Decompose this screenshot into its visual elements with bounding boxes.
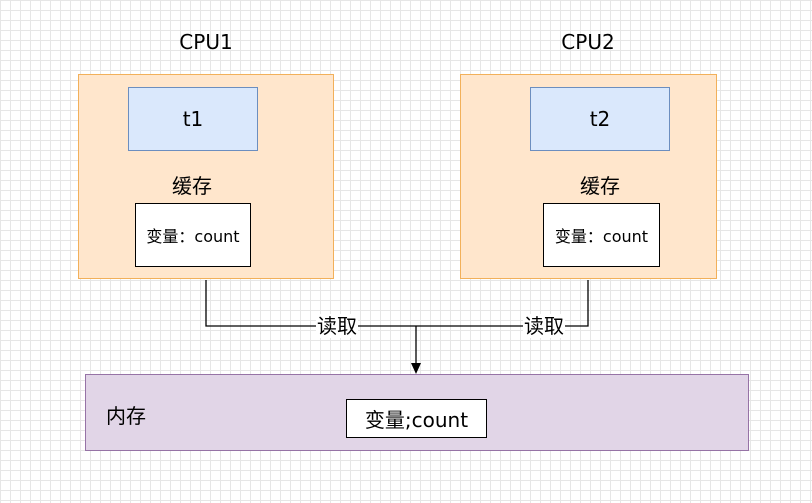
edge-cpu2-to-memory [416, 280, 589, 327]
cpu1-variable-box: 变量：count [135, 203, 251, 267]
cpu1-cache-label: 缓存 [172, 174, 212, 198]
cpu2-variable-label: 变量：count [554, 227, 649, 246]
cpu1-title: CPU1 [179, 30, 233, 54]
cpu2-cache-label: 缓存 [580, 174, 620, 198]
memory-box [85, 374, 749, 451]
cpu2-title: CPU2 [561, 30, 615, 54]
cpu1-variable-label: 变量：count [146, 227, 240, 246]
thread-t1-box: t1 [128, 87, 258, 151]
memory-variable-label: 变量;count [364, 408, 469, 432]
thread-t2-box: t2 [530, 87, 670, 151]
edge-cpu1-to-memory [205, 280, 416, 327]
thread-t2-label: t2 [589, 107, 611, 131]
edge-label-read-cpu1: 读取 [316, 314, 358, 338]
memory-label: 内存 [106, 404, 146, 428]
arrowhead-icon [411, 363, 421, 374]
memory-variable-box: 变量;count [346, 399, 487, 438]
cpu2-variable-box: 变量：count [543, 203, 660, 267]
thread-t1-label: t1 [182, 107, 204, 131]
edge-label-read-cpu2: 读取 [523, 314, 565, 338]
